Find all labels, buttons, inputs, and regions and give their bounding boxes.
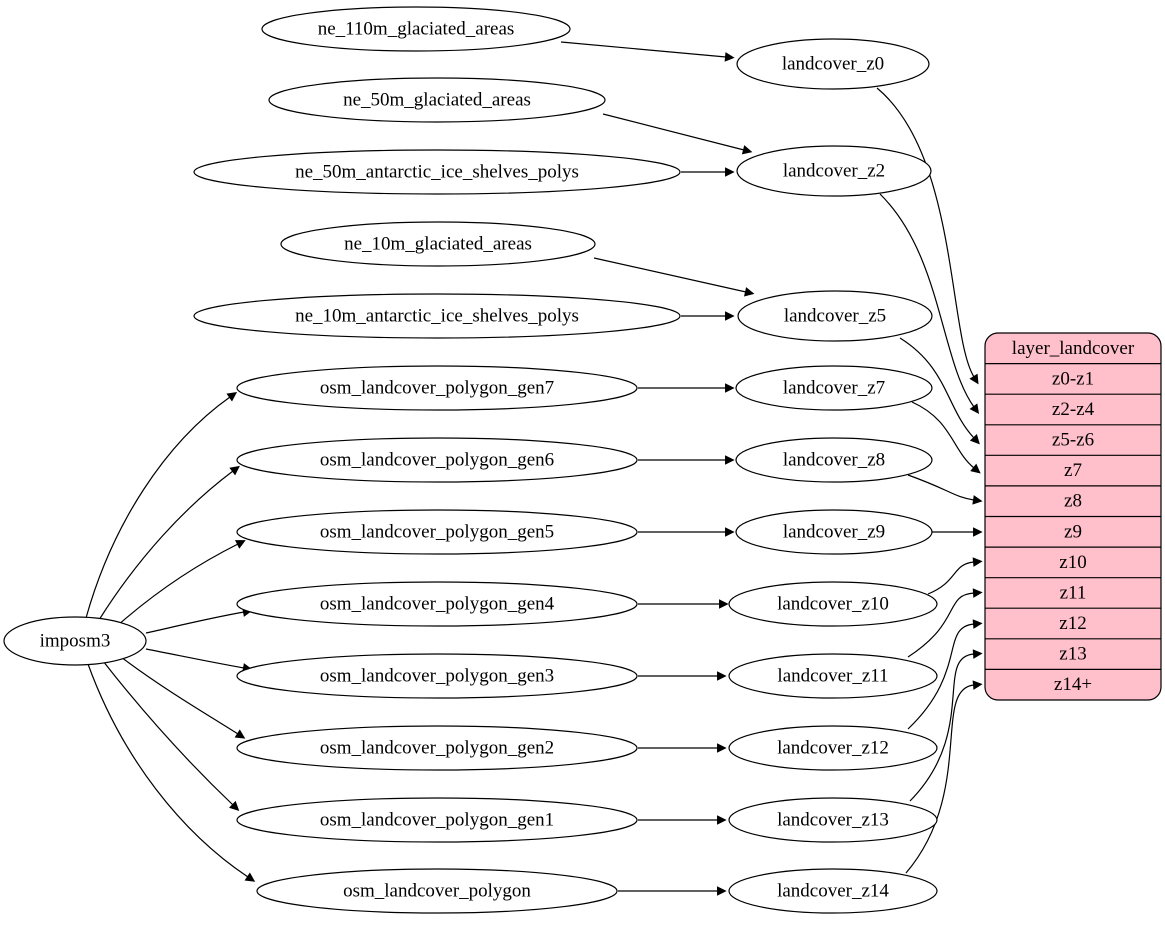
- edge-imposm3-to-gen1: [102, 660, 240, 811]
- row-z8: z8: [1064, 491, 1082, 512]
- node-label: landcover_z13: [777, 810, 889, 831]
- node-osm-landcover-polygon-gen7: osm_landcover_polygon_gen7: [236, 365, 638, 411]
- edge-z11-to-row-z11: [907, 588, 983, 658]
- edge-z5-to-row-z5-z6: [899, 337, 980, 445]
- edge-ne10m-glaciated-to-z5: [593, 257, 755, 297]
- node-landcover-z2: landcover_z2: [736, 145, 932, 197]
- node-landcover-z5: landcover_z5: [737, 290, 933, 342]
- row-z0-z1: z0-z1: [1052, 368, 1094, 389]
- edge-ne50m-glaciated-to-z2: [602, 113, 753, 155]
- edge-imposm3-to-gen5: [116, 540, 246, 627]
- edge-imposm3-to-polygon: [87, 663, 256, 882]
- node-osm-landcover-polygon: osm_landcover_polygon: [256, 868, 618, 914]
- node-label: osm_landcover_polygon_gen6: [320, 450, 554, 471]
- layer-landcover-title: layer_landcover: [1012, 338, 1135, 359]
- node-osm-landcover-polygon-gen2: osm_landcover_polygon_gen2: [236, 725, 638, 771]
- edge-z8-to-row-z8: [907, 474, 983, 505]
- edge-z0-to-row-z0-z1: [876, 87, 979, 385]
- node-label: osm_landcover_polygon: [343, 881, 531, 902]
- node-label: osm_landcover_polygon_gen2: [320, 738, 554, 759]
- node-label: landcover_z7: [783, 378, 885, 399]
- node-imposm3: imposm3: [3, 616, 147, 666]
- node-landcover-z8: landcover_z8: [735, 437, 933, 483]
- node-landcover-z0: landcover_z0: [736, 38, 930, 90]
- row-z14plus: z14+: [1054, 674, 1092, 695]
- node-ne-10m-antarctic-ice-shelves-polys: ne_10m_antarctic_ice_shelves_polys: [193, 293, 681, 339]
- edge-z14-to-row-z14: [905, 680, 983, 874]
- edge-z13-to-row-z13: [909, 649, 983, 802]
- node-landcover-z12: landcover_z12: [728, 725, 938, 771]
- edge-z12-to-row-z12: [907, 619, 983, 730]
- node-label: landcover_z9: [783, 522, 885, 543]
- row-z12: z12: [1059, 613, 1086, 634]
- edge-imposm3-to-gen7: [85, 392, 238, 619]
- node-label: osm_landcover_polygon_gen4: [320, 594, 555, 615]
- node-label: landcover_z10: [777, 594, 889, 615]
- row-z5-z6: z5-z6: [1052, 430, 1094, 451]
- node-ne-50m-glaciated-areas: ne_50m_glaciated_areas: [268, 77, 606, 123]
- node-label: osm_landcover_polygon_gen3: [320, 666, 554, 687]
- node-landcover-z9: landcover_z9: [735, 509, 933, 555]
- edge-imposm3-to-gen4: [145, 607, 253, 634]
- node-label: landcover_z12: [777, 738, 889, 759]
- node-landcover-z10: landcover_z10: [728, 581, 938, 627]
- row-z7: z7: [1064, 460, 1082, 481]
- edges-layer: [85, 41, 983, 896]
- node-osm-landcover-polygon-gen4: osm_landcover_polygon_gen4: [236, 581, 638, 627]
- edge-imposm3-to-gen6: [98, 465, 240, 621]
- edge-imposm3-to-gen2: [120, 656, 246, 739]
- edge-z7-to-row-z7: [911, 401, 981, 474]
- node-label: osm_landcover_polygon_gen1: [320, 810, 554, 831]
- node-label: landcover_z5: [784, 306, 886, 327]
- edge-z2-to-row-z2-z4: [879, 193, 980, 415]
- node-ne-50m-antarctic-ice-shelves-polys: ne_50m_antarctic_ice_shelves_polys: [193, 149, 681, 195]
- node-osm-landcover-polygon-gen5: osm_landcover_polygon_gen5: [236, 509, 638, 555]
- node-landcover-z7: landcover_z7: [735, 365, 933, 411]
- node-osm-landcover-polygon-gen3: osm_landcover_polygon_gen3: [236, 653, 638, 699]
- node-landcover-z14: landcover_z14: [728, 868, 938, 914]
- node-ne-110m-glaciated-areas: ne_110m_glaciated_areas: [261, 6, 571, 52]
- node-label: ne_10m_antarctic_ice_shelves_polys: [295, 306, 579, 327]
- node-label: landcover_z2: [783, 161, 885, 182]
- node-label: ne_110m_glaciated_areas: [318, 19, 515, 40]
- node-label: landcover_z0: [782, 54, 884, 75]
- node-label: ne_50m_antarctic_ice_shelves_polys: [295, 162, 579, 183]
- node-osm-landcover-polygon-gen1: osm_landcover_polygon_gen1: [236, 797, 638, 843]
- node-layer-landcover-table: layer_landcover z0-z1 z2-z4 z5-z6 z7 z8 …: [984, 332, 1162, 701]
- node-label: osm_landcover_polygon_gen7: [320, 378, 554, 399]
- row-z9: z9: [1064, 521, 1082, 542]
- node-osm-landcover-polygon-gen6: osm_landcover_polygon_gen6: [236, 437, 638, 483]
- edge-z10-to-row-z10: [927, 557, 983, 595]
- node-label: landcover_z14: [777, 881, 889, 902]
- node-landcover-z11: landcover_z11: [728, 653, 938, 699]
- row-z2-z4: z2-z4: [1052, 399, 1095, 420]
- node-label: ne_50m_glaciated_areas: [343, 90, 531, 111]
- node-ne-10m-glaciated-areas: ne_10m_glaciated_areas: [280, 221, 596, 267]
- row-z10: z10: [1059, 552, 1086, 573]
- row-z11: z11: [1060, 582, 1087, 603]
- node-label: ne_10m_glaciated_areas: [344, 234, 532, 255]
- edge-ne110m-to-z0: [560, 41, 735, 62]
- node-label: imposm3: [40, 631, 111, 652]
- edge-imposm3-to-gen3: [145, 648, 253, 673]
- row-z13: z13: [1059, 644, 1086, 665]
- node-label: landcover_z11: [777, 666, 888, 687]
- node-landcover-z13: landcover_z13: [728, 797, 938, 843]
- node-label: landcover_z8: [783, 450, 885, 471]
- node-label: osm_landcover_polygon_gen5: [320, 522, 554, 543]
